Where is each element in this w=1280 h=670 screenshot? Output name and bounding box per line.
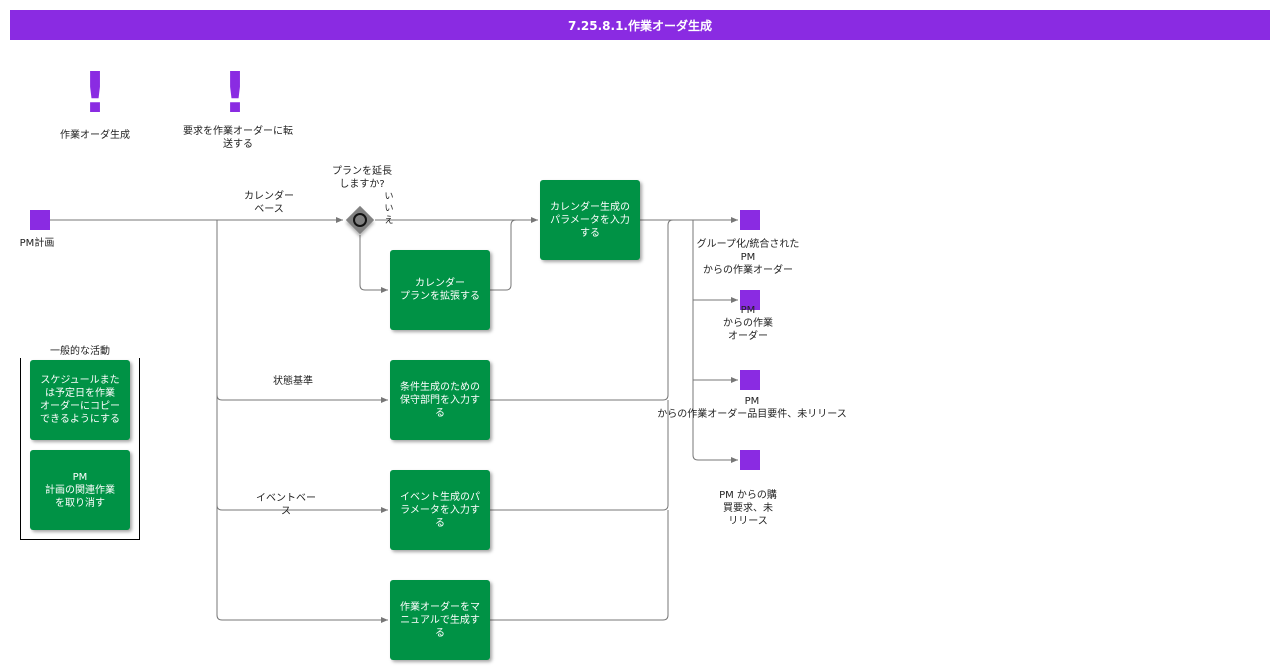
task-enter-event-parameters[interactable]: イベント生成のパ ラメータを入力す る	[390, 470, 490, 550]
task-cancel-pm-related-work[interactable]: PM 計画の関連作業 を取り消す	[30, 450, 130, 530]
edge-label-status: 状態基準	[273, 376, 313, 387]
output-label: グループ化/統合された PM からの作業オーダー	[696, 239, 800, 276]
diagram-title: 7.25.8.1.作業オーダ生成	[10, 10, 1270, 40]
output-node[interactable]	[740, 290, 760, 310]
task-allow-copy-schedule[interactable]: スケジュールまた は予定日を作業 オーダーにコピー できるようにする	[30, 360, 130, 440]
task-enter-maintenance-department[interactable]: 条件生成のための 保守部門を入力す る	[390, 360, 490, 440]
exclamation-icon: !	[222, 61, 248, 126]
marker-label: 作業オーダ生成	[60, 130, 130, 141]
gateway-question: プランを延長 しますか?	[332, 166, 392, 190]
marker-label: 要求を作業オーダーに転 送する	[183, 126, 293, 150]
gateway-circle-icon	[353, 213, 367, 227]
gateway-no-label: い い え	[384, 192, 394, 226]
edge-label-event: イベントベー ス	[256, 493, 316, 517]
output-label: PM からの購 買要求、未 リリース	[719, 490, 777, 527]
edge-label-calendar: カレンダー ベース	[244, 191, 294, 215]
output-node[interactable]	[740, 370, 760, 390]
task-extend-calendar-plan[interactable]: カレンダー プランを拡張する	[390, 250, 490, 330]
task-enter-calendar-parameters[interactable]: カレンダー生成の パラメータを入力 する	[540, 180, 640, 260]
output-label: PM からの作業オーダー品目要件、未リリース	[657, 396, 847, 420]
output-node[interactable]	[740, 450, 760, 470]
start-node-label: PM計画	[19, 238, 55, 249]
output-label: PM からの作業 オーダー	[723, 305, 773, 342]
output-node[interactable]	[740, 210, 760, 230]
task-create-work-order-manually[interactable]: 作業オーダーをマ ニュアルで生成す る	[390, 580, 490, 660]
general-activities-title: 一般的な活動	[20, 346, 140, 358]
exclamation-icon: !	[82, 61, 108, 126]
start-node[interactable]	[30, 210, 50, 230]
